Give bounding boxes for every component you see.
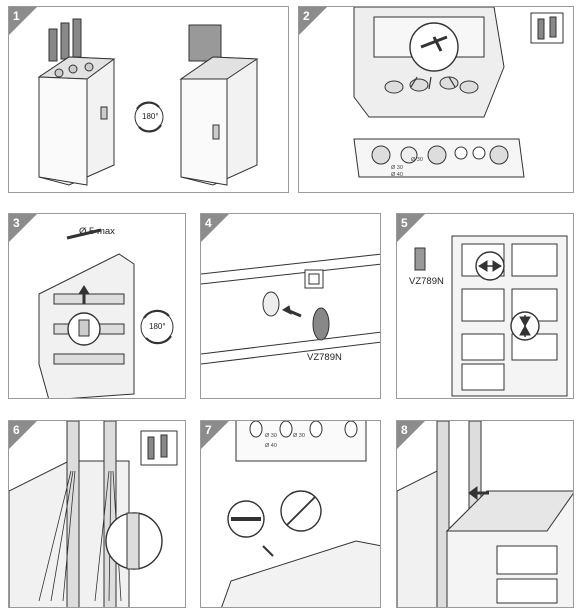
step-5-illustration [414, 235, 568, 397]
step-badge: 8 [397, 421, 426, 450]
step-badge: 7 [201, 421, 230, 450]
hole-label: Ø 30 [265, 433, 277, 439]
hole-label: Ø 30 [411, 157, 423, 163]
step-number: 5 [401, 216, 408, 230]
step-badge: 2 [299, 7, 328, 36]
step-number: 3 [13, 216, 20, 230]
step-1-panel: 1 [8, 6, 289, 193]
step-4-panel: 4 VZ789N [200, 213, 381, 399]
step-2-illustration [353, 7, 564, 178]
part-number-label: VZ789N [307, 352, 342, 363]
rotation-label: 180° [149, 322, 166, 331]
rotation-label: 180° [142, 112, 159, 121]
step-7-panel: 7 Ø 30 Ø 30 Ø 40 [200, 420, 381, 608]
part-number-label: VZ789N [409, 276, 444, 287]
step-4-illustration [201, 253, 380, 365]
step-3-illustration [38, 228, 174, 398]
step-5-panel: 5 VZ789N [396, 213, 574, 399]
step-badge: 1 [9, 7, 38, 36]
hole-label: Ø 40 [265, 443, 277, 449]
step-number: 4 [205, 216, 212, 230]
step-1-illustration [37, 18, 259, 186]
step-7-illustration [221, 421, 380, 607]
step-8-panel: 8 [396, 420, 574, 608]
step-badge: 6 [9, 421, 38, 450]
step-6-illustration [9, 421, 178, 607]
step-2-panel: 2 [298, 6, 574, 193]
step-badge: 4 [201, 214, 230, 243]
step-number: 1 [13, 9, 20, 23]
step-number: 6 [13, 423, 20, 437]
step-badge: 5 [397, 214, 426, 243]
step-8-illustration [397, 421, 573, 607]
hole-label: Ø 30 [293, 433, 305, 439]
step-number: 7 [205, 423, 212, 437]
step-3-panel: 3 Ø 5 max 180° [8, 213, 186, 399]
step-number: 2 [303, 9, 310, 23]
hole-label: Ø 40 [391, 172, 403, 178]
step-6-panel: 6 [8, 420, 186, 608]
step-badge: 3 [9, 214, 38, 243]
step-number: 8 [401, 423, 408, 437]
hole-label: Ø 30 [391, 165, 403, 171]
